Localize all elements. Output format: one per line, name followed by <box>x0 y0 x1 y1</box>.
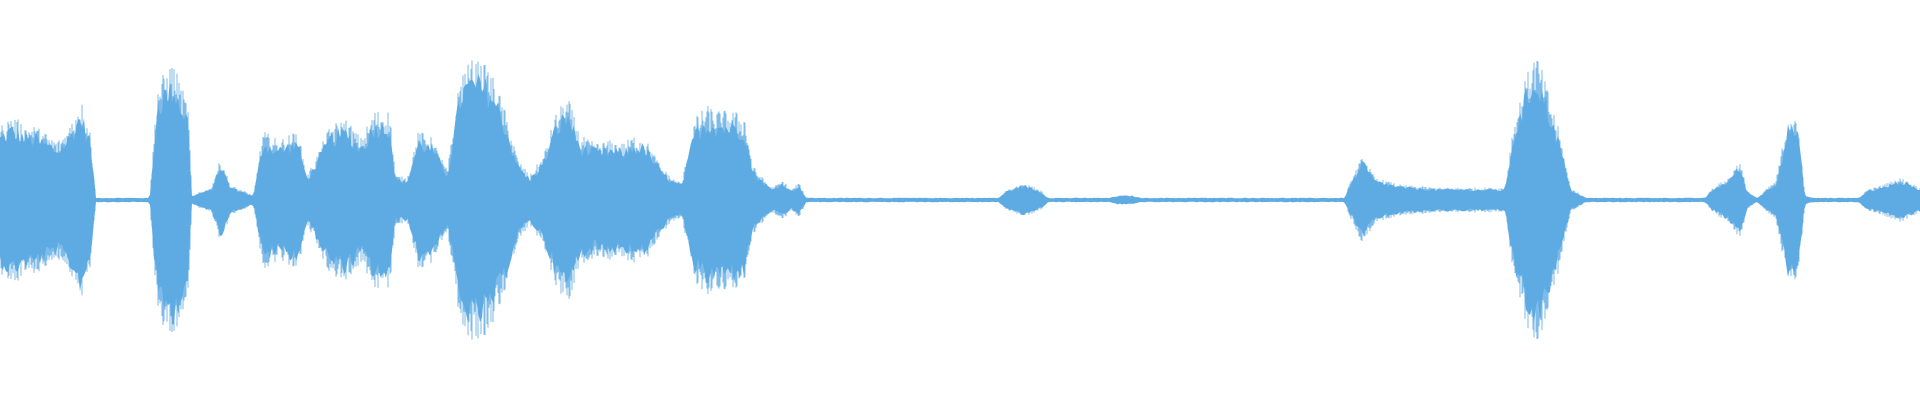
waveform-samples <box>0 60 1920 340</box>
